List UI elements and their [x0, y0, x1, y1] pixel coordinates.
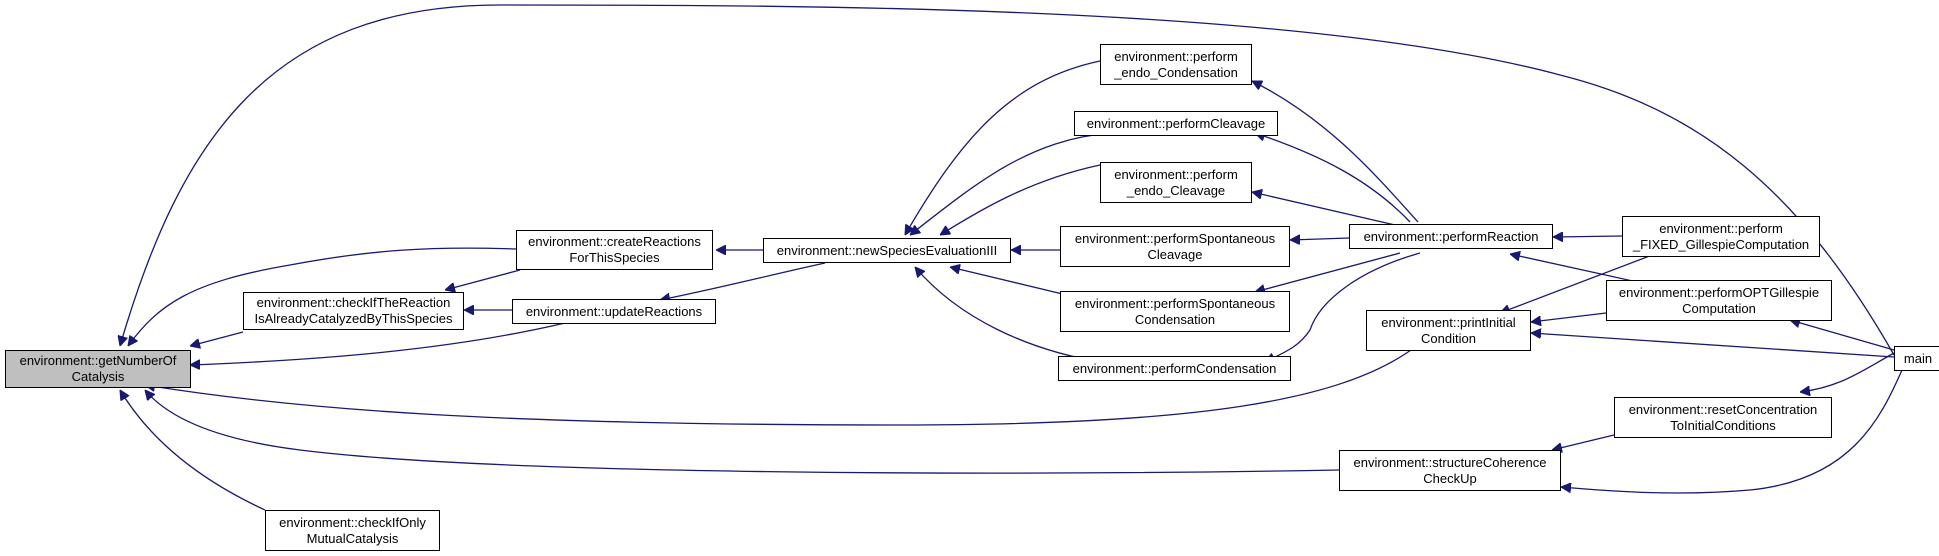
- node-main[interactable]: main: [1894, 346, 1939, 371]
- edge-performendocondensation-to-newspecies: [904, 60, 1101, 235]
- edge-optgillespie-to-printinitialcondition: [1531, 312, 1607, 322]
- edge-performreaction-to-performspontaneouscondensation: [1255, 252, 1401, 292]
- node-performfixedgillespiecomputation[interactable]: environment::perform _FIXED_GillespieCom…: [1622, 216, 1820, 257]
- node-label-line: ToInitialConditions: [1670, 417, 1776, 433]
- edge-performreaction-to-performcleavage: [1255, 133, 1411, 223]
- edge-performreaction-to-performspontaneouscleavage: [1290, 238, 1350, 240]
- node-label-line: CheckUp: [1423, 470, 1477, 486]
- edge-checkifthereaction-to-getnumberofcatalysis: [190, 331, 244, 346]
- edge-main-to-printinitialcondition: [1531, 333, 1895, 358]
- node-label-line: IsAlreadyCatalyzedByThisSpecies: [254, 311, 453, 326]
- node-label-line: environment::perform: [1114, 48, 1238, 64]
- edge-main-to-getnumberofcatalysis: [120, 4, 1895, 356]
- node-label-line: _FIXED_GillespieComputation: [1632, 236, 1810, 252]
- node-getnumberofcatalysis[interactable]: environment::getNumberOf Catalysis: [5, 350, 191, 388]
- edge-createreactions-to-getnumberofcatalysis: [128, 247, 517, 346]
- edge-checkifonlymutual-to-getnumberofcatalysis: [120, 390, 266, 511]
- node-performspontaneouscondensation[interactable]: environment::performSpontaneous Condensa…: [1060, 291, 1290, 332]
- node-label-line: Condition: [1421, 330, 1476, 346]
- edge-performreaction-to-performendocondensation: [1252, 80, 1419, 223]
- edge-performendocleavage-to-newspecies: [940, 164, 1101, 235]
- node-checkifonlymutualcatalysis[interactable]: environment::checkIfOnly MutualCatalysis: [265, 510, 440, 551]
- node-label-line: environment::performReaction: [1363, 228, 1539, 244]
- node-label-line: ForThisSpecies: [569, 250, 660, 265]
- node-newspeciesevaluationiii[interactable]: environment::newSpeciesEvaluationIII: [763, 238, 1011, 263]
- node-label-line: environment::getNumberOf: [19, 353, 177, 368]
- node-performoptgillespiecomputation[interactable]: environment::performOPTGillespie Computa…: [1606, 280, 1832, 321]
- edge-printinitialcondition-to-getnumberofcatalysis: [145, 349, 1412, 426]
- node-updatereactions[interactable]: environment::updateReactions: [512, 299, 716, 324]
- node-label-line: environment::performOPTGillespie: [1618, 284, 1820, 300]
- edge-main-to-structurecoherence: [1561, 369, 1903, 494]
- node-label-line: main: [1903, 350, 1933, 366]
- edge-updatereactions-to-getnumberofcatalysis: [190, 322, 566, 365]
- node-label-line: Cleavage: [1147, 246, 1203, 262]
- node-label-line: environment::updateReactions: [525, 303, 703, 319]
- node-label-line: environment::resetConcentration: [1628, 401, 1818, 417]
- node-label-line: environment::printInitial: [1381, 314, 1516, 330]
- node-label-line: environment::newSpeciesEvaluationIII: [776, 242, 998, 258]
- edge-fixedgillespie-to-performreaction: [1553, 236, 1623, 237]
- node-performendocondensation[interactable]: environment::perform _endo_Condensation: [1100, 44, 1252, 85]
- node-structurecoherencecheckup[interactable]: environment::structureCoherence CheckUp: [1339, 450, 1561, 491]
- node-label-line: environment::checkIfOnly: [279, 514, 426, 530]
- node-label-line: environment::structureCoherence: [1353, 454, 1547, 470]
- node-performreaction[interactable]: environment::performReaction: [1349, 224, 1553, 249]
- edge-structurecoherence-to-getnumberofcatalysis: [145, 390, 1340, 474]
- node-performcleavage[interactable]: environment::performCleavage: [1074, 111, 1278, 136]
- node-checkifthereactionisalreadycatalyzed[interactable]: environment::checkIfTheReaction IsAlread…: [243, 292, 464, 330]
- edge-performreaction-to-performendocleavage: [1252, 192, 1396, 226]
- node-performspontaneouscleavage[interactable]: environment::performSpontaneous Cleavage: [1060, 226, 1290, 267]
- node-label-line: environment::createReactions: [528, 234, 701, 249]
- edge-resetconcentration-to-structurecoherence: [1552, 434, 1615, 450]
- node-label-line: environment::perform: [1114, 166, 1238, 182]
- edge-performcleavage-to-newspecies: [910, 132, 1111, 235]
- node-label-line: _endo_Cleavage: [1126, 182, 1226, 198]
- node-label-line: environment::checkIfTheReaction: [256, 295, 451, 310]
- node-label-line: _endo_Condensation: [1114, 64, 1238, 80]
- node-label-line: environment::performSpontaneous: [1074, 230, 1276, 246]
- node-label-line: MutualCatalysis: [306, 530, 399, 546]
- edge-main-to-resetconcentration: [1800, 352, 1895, 392]
- node-printinitialcondition[interactable]: environment::printInitial Condition: [1366, 310, 1531, 351]
- node-label-line: Condensation: [1134, 311, 1216, 327]
- node-performcondensation[interactable]: environment::performCondensation: [1058, 356, 1291, 381]
- edge-performspontaneouscondensation-to-newspecies: [950, 267, 1076, 298]
- node-createreactionsforthisspecies[interactable]: environment::createReactions ForThisSpec…: [516, 230, 713, 270]
- edge-createreactions-to-checkifthereaction: [445, 269, 521, 290]
- node-performendocleavage[interactable]: environment::perform _endo_Cleavage: [1100, 162, 1252, 203]
- edge-newspecies-to-updatereactions: [660, 262, 826, 300]
- node-label-line: environment::perform: [1659, 220, 1783, 236]
- node-label-line: environment::performCleavage: [1086, 115, 1266, 131]
- edge-performreaction-to-performcondensation: [1265, 252, 1421, 362]
- edge-main-to-optgillespie: [1790, 320, 1895, 351]
- node-resetconcentrationtoinitialconditions[interactable]: environment::resetConcentration ToInitia…: [1614, 397, 1832, 438]
- node-label-line: Catalysis: [71, 369, 125, 384]
- node-label-line: environment::performSpontaneous: [1074, 295, 1276, 311]
- edge-fixedgillespie-to-printinitialcondition: [1500, 251, 1661, 313]
- node-label-line: Computation: [1682, 300, 1756, 316]
- node-label-line: environment::performCondensation: [1072, 360, 1277, 376]
